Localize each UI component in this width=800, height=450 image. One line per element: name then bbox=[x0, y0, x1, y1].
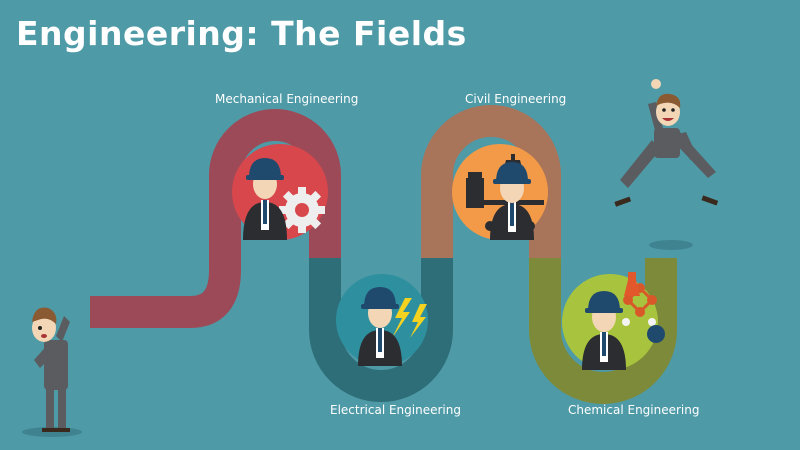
electrical-engineering-badge bbox=[336, 274, 428, 366]
molecule-icon bbox=[622, 272, 665, 343]
mechanical-engineering-badge bbox=[232, 144, 328, 240]
confused-man-figure bbox=[22, 307, 82, 437]
engineer-avatar bbox=[243, 158, 287, 240]
label-mechanical-engineering: Mechanical Engineering bbox=[215, 92, 359, 106]
chemical-engineering-badge bbox=[562, 272, 665, 370]
path-segment-mechanical bbox=[90, 109, 341, 328]
shadow bbox=[649, 240, 693, 250]
page-title: Engineering: The Fields bbox=[16, 14, 467, 53]
path-segment-electrical bbox=[309, 258, 453, 402]
label-civil-engineering: Civil Engineering bbox=[465, 92, 567, 106]
path-segment-civil bbox=[421, 105, 561, 258]
winding-path bbox=[90, 105, 677, 404]
civil-engineering-badge bbox=[452, 144, 548, 240]
gear-icon bbox=[279, 187, 325, 233]
path-segment-chemical bbox=[529, 258, 677, 404]
jumping-man-figure bbox=[614, 79, 719, 207]
label-chemical-engineering: Chemical Engineering bbox=[568, 403, 700, 417]
lightning-icon bbox=[392, 298, 427, 338]
label-electrical-engineering: Electrical Engineering bbox=[330, 403, 461, 417]
engineer-avatar bbox=[490, 162, 534, 240]
engineer-avatar bbox=[358, 287, 402, 366]
engineer-avatar bbox=[582, 291, 626, 370]
